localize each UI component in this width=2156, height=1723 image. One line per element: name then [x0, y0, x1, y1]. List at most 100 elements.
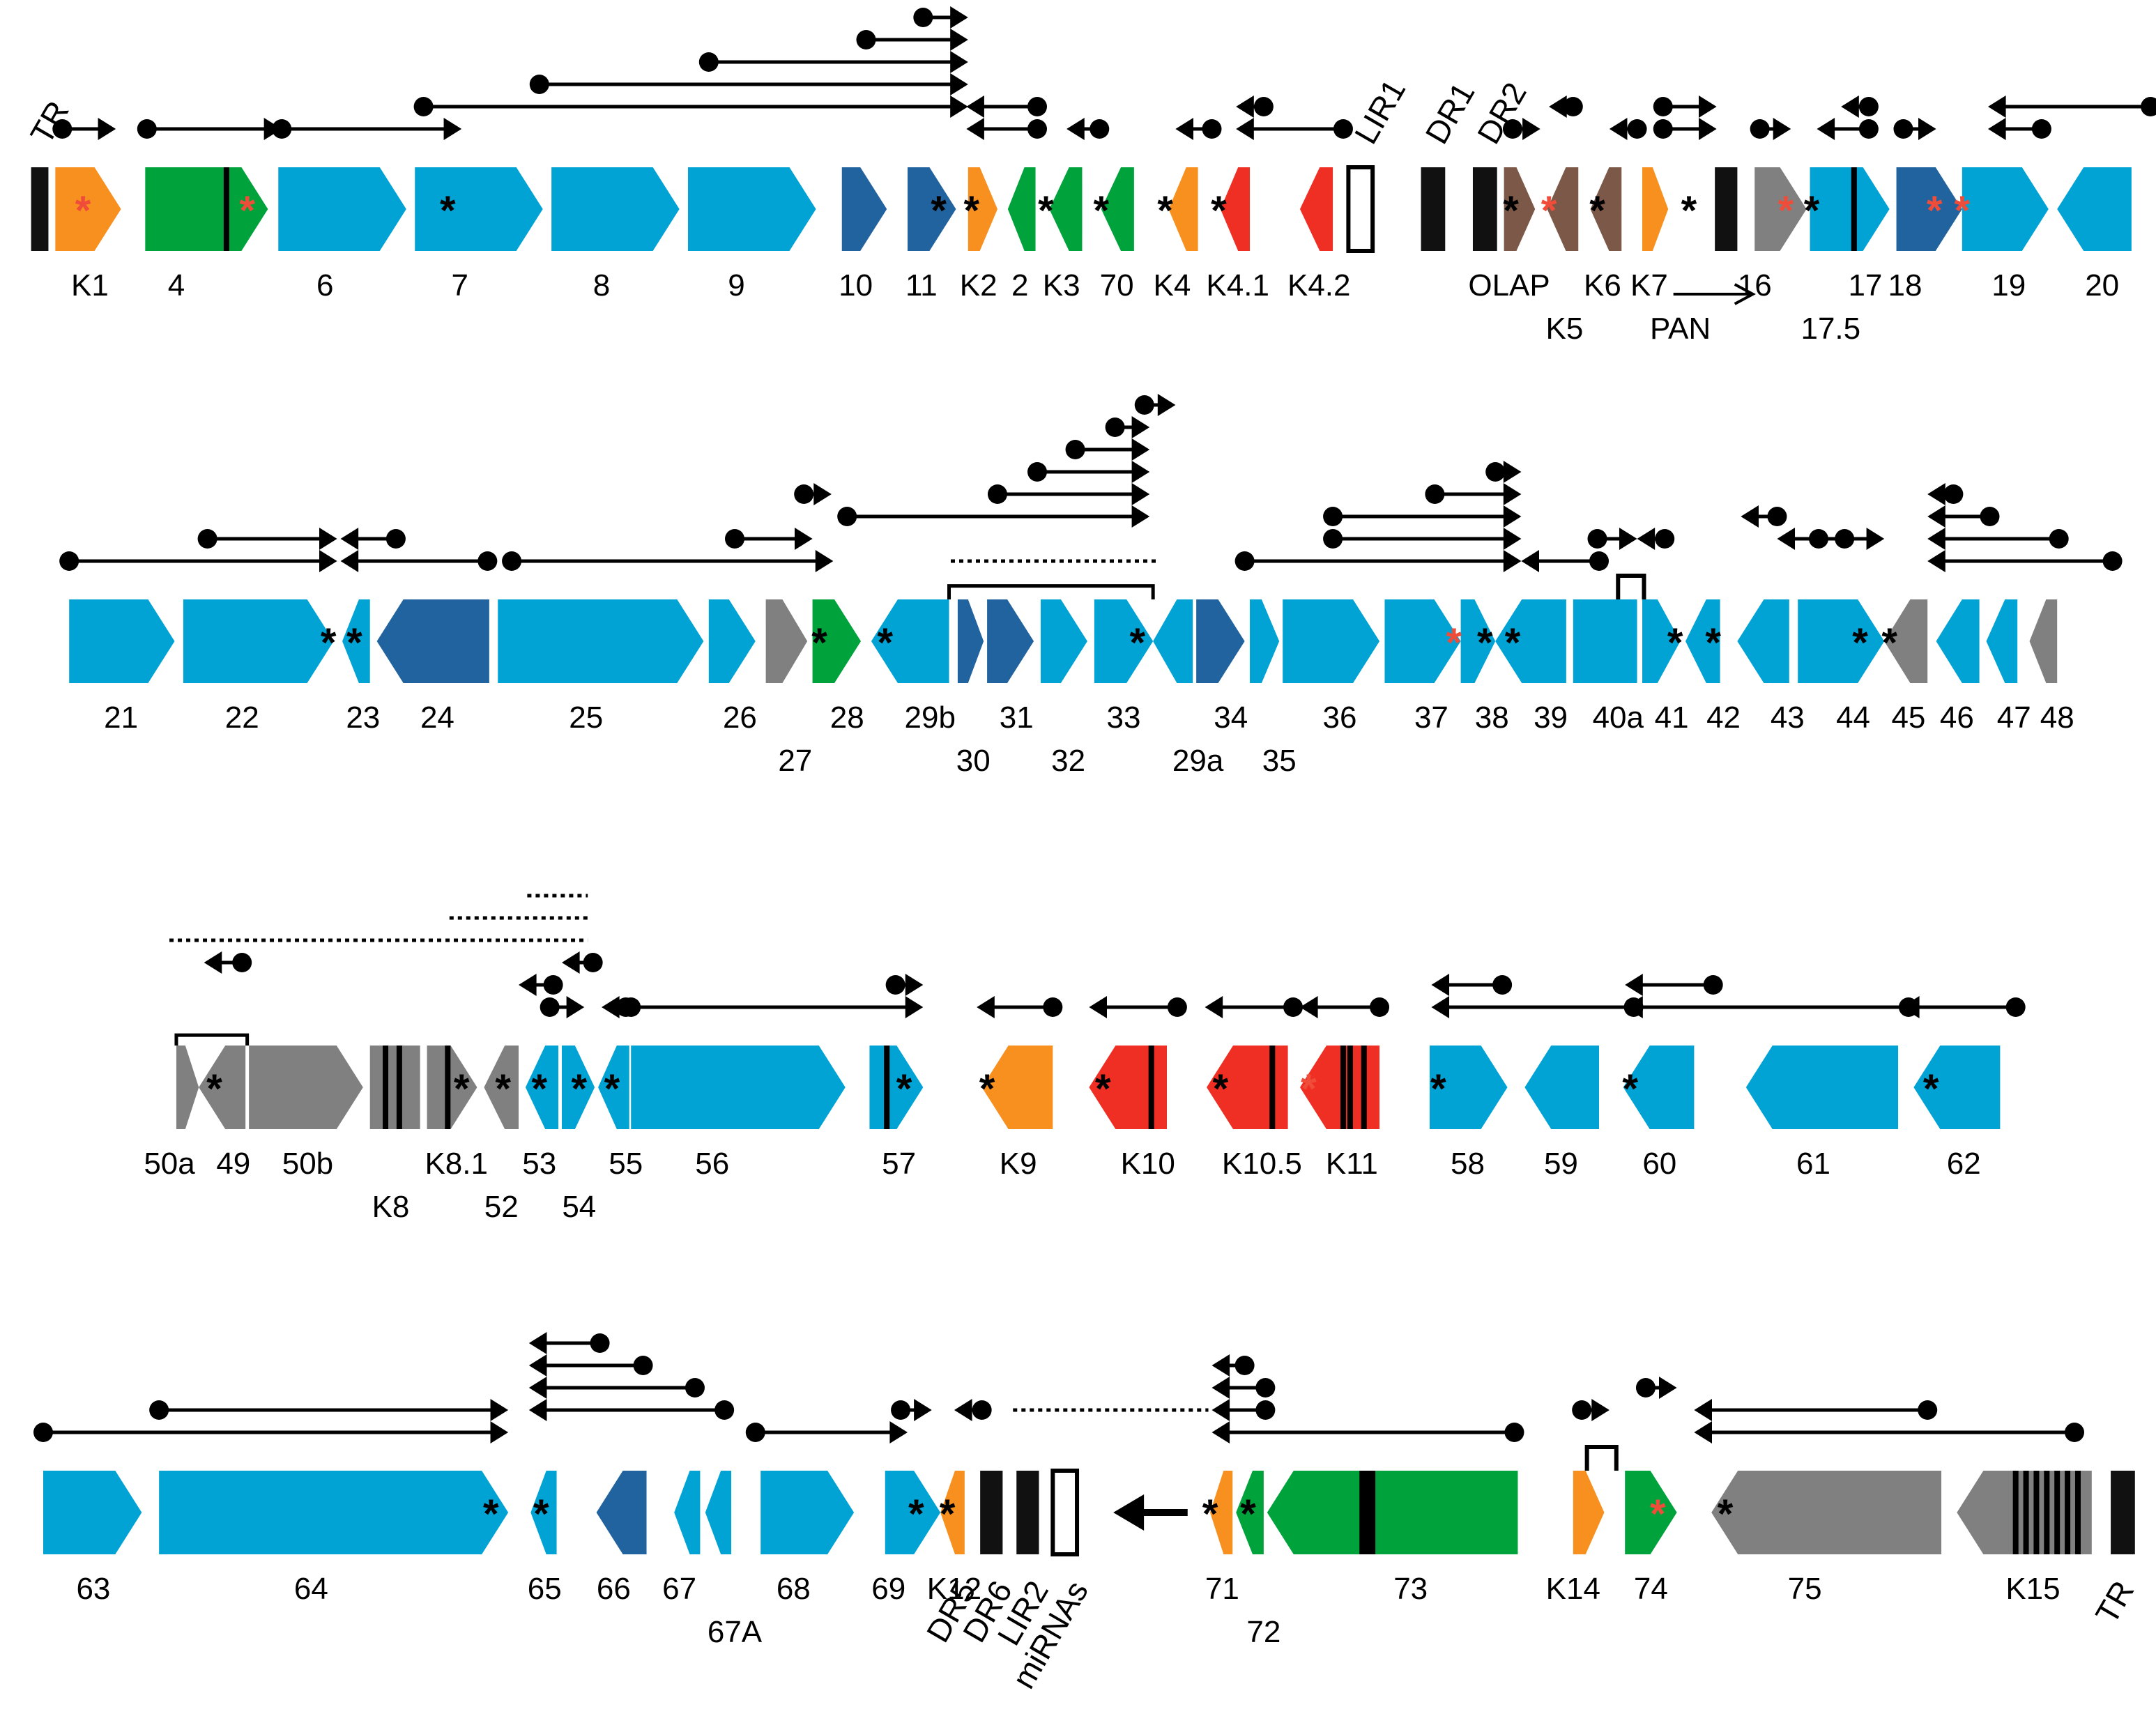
asterisk-row2-3: *	[877, 620, 893, 666]
transcript-arrow-2-2	[340, 528, 359, 550]
asterisk-row3-6: *	[896, 1066, 912, 1112]
bracket-1	[174, 1033, 250, 1046]
transcript-start-1-5	[698, 52, 719, 72]
gene-r1-6	[278, 167, 406, 251]
transcripts-row-3	[204, 951, 2026, 1018]
gene-label-37: 37	[1414, 700, 1448, 735]
gene-label-23: 23	[346, 700, 380, 735]
gene-label-olap: OLAP	[1468, 268, 1550, 303]
gene-r4-k12	[940, 1471, 965, 1554]
transcript-start-4-10	[1255, 1400, 1276, 1420]
asterisk-row3-0: *	[206, 1066, 222, 1112]
asterisk-row4-4: *	[1202, 1492, 1218, 1537]
gene-r2-46	[1936, 599, 1980, 683]
rotated-label-dr1: DR1	[1418, 76, 1481, 150]
transcript-arrow-4-16	[1694, 1399, 1712, 1421]
asterisk-row4-7: *	[1718, 1492, 1734, 1537]
transcript-start-3-15	[2005, 997, 2026, 1017]
gene-r1-k4	[1168, 167, 1198, 251]
gene-label-27: 27	[778, 744, 812, 778]
transcript-start-1-8	[1027, 97, 1047, 116]
asterisk-row1-8: *	[1211, 188, 1227, 233]
transcript-arrow-2-27	[1927, 483, 1945, 505]
gene-label-39: 39	[1534, 700, 1568, 735]
gene-r1-4	[145, 167, 268, 251]
transcript-start-2-12	[1134, 395, 1154, 415]
gene-r2-39	[1495, 599, 1566, 683]
transcript-start-1-20	[1858, 119, 1879, 139]
gene-r3-60	[1623, 1046, 1695, 1129]
gene-label-34: 34	[1214, 700, 1248, 735]
gene-label-50b: 50b	[282, 1147, 333, 1181]
transcript-arrow-2-3	[340, 550, 359, 572]
gene-r3-50a	[176, 1046, 199, 1129]
gene-r1-18	[1896, 167, 1962, 251]
gene-r2-45	[1884, 599, 1928, 683]
transcript-arrow-1-17	[1699, 118, 1717, 140]
transcript-start-3-12	[1492, 975, 1513, 995]
gene-label-k11: K11	[1326, 1147, 1378, 1181]
gene-r2-43	[1737, 599, 1789, 683]
gene-r1-175	[1810, 167, 1890, 251]
transcript-arrow-4-4	[528, 1399, 547, 1421]
asterisk-row1-9: *	[1503, 188, 1519, 233]
gene-r4-lir2	[1050, 1469, 1080, 1556]
transcripts-row-4	[33, 1332, 2084, 1444]
transcript-start-2-6	[794, 484, 814, 504]
transcript-arrow-1-0	[98, 118, 116, 140]
gene-r1-2	[1007, 167, 1036, 251]
transcript-arrow-3-6	[562, 951, 580, 974]
gene-label-58: 58	[1451, 1147, 1485, 1181]
transcript-arrow-4-14	[1659, 1377, 1677, 1399]
transcript-arrow-2-8	[1131, 483, 1150, 505]
transcript-arrow-2-14	[1503, 528, 1522, 550]
splice-junction-0	[1616, 574, 1646, 599]
gene-label-45: 45	[1891, 700, 1925, 735]
transcript-arrow-2-25	[1927, 528, 1945, 550]
transcript-start-3-6	[583, 953, 603, 972]
transcript-arrow-1-19	[1773, 118, 1791, 140]
transcript-start-4-4	[714, 1400, 735, 1420]
transcript-start-2-2	[385, 529, 406, 549]
gene-label-17: 17	[1848, 268, 1882, 303]
asterisk-row4-3: *	[940, 1492, 956, 1537]
asterisk-row3-13: *	[1923, 1066, 1939, 1112]
transcript-start-2-3	[477, 551, 498, 571]
gene-r1-11	[908, 167, 956, 251]
transcript-arrow-4-2	[889, 1421, 908, 1444]
transcript-start-4-11	[1255, 1378, 1276, 1397]
gene-r1-dr2	[1472, 167, 1497, 251]
rotated-label-lir1: LIR1	[1347, 73, 1413, 150]
transcript-start-1-19	[1750, 119, 1770, 139]
transcript-start-2-1	[197, 529, 217, 549]
transcript-start-1-21	[1858, 97, 1879, 116]
gene-label-63: 63	[76, 1572, 110, 1606]
asterisk-row1-12: *	[1681, 188, 1697, 233]
gene-r4-63	[43, 1471, 142, 1554]
gene-r3-k11-mark-0	[1340, 1046, 1346, 1129]
transcript-arrow-3-1	[905, 974, 924, 996]
gene-label-36: 36	[1323, 700, 1357, 735]
transcript-arrow-4-5	[528, 1377, 547, 1399]
gene-r2-23	[342, 599, 370, 683]
gene-r2-47	[1986, 599, 2018, 683]
transcript-start-1-12	[1333, 119, 1353, 139]
gene-r1-lir1	[1346, 165, 1375, 253]
gene-r1-10	[841, 167, 887, 251]
transcript-arrow-3-12	[1431, 974, 1450, 996]
asterisk-row1-7: *	[1157, 188, 1173, 233]
gene-label-52: 52	[484, 1190, 519, 1224]
gene-r2-26	[708, 599, 756, 683]
transcript-start-4-16	[1918, 1400, 1938, 1420]
gene-r1-19	[1962, 167, 2049, 251]
transcript-start-4-0	[33, 1423, 53, 1442]
gene-r1-tr	[31, 167, 49, 251]
transcript-arrow-4-9	[1211, 1421, 1230, 1444]
gene-label-k4-1: K4.1	[1206, 268, 1269, 303]
gene-label-60: 60	[1642, 1147, 1676, 1181]
gene-r4-73	[1267, 1471, 1518, 1554]
gene-label-69: 69	[871, 1572, 905, 1606]
transcript-arrow-3-3	[566, 996, 585, 1018]
gene-r2-34	[1196, 599, 1245, 683]
